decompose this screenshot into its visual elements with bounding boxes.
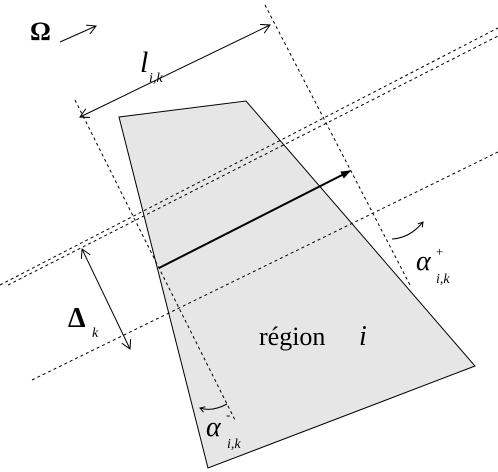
length-label-sub: i,k	[149, 71, 163, 86]
length-label: l	[140, 46, 148, 79]
alpha-plus-arc	[391, 222, 423, 240]
region-label: région	[259, 322, 325, 351]
width-label-sub: k	[92, 326, 99, 341]
alpha-minus-arc	[200, 403, 228, 409]
width-double-arrow	[82, 249, 130, 349]
perp-line-right	[264, 4, 411, 286]
slab-line-upper	[7, 35, 498, 286]
alpha-minus-sup: -	[226, 407, 230, 422]
length-double-arrow	[80, 25, 270, 117]
alpha-minus-label: α	[206, 412, 222, 443]
ray-arrow	[158, 170, 351, 269]
alpha-minus-sub: i,k	[227, 437, 241, 452]
region-index: i	[359, 321, 367, 352]
omega-direction-arrow	[59, 26, 96, 43]
alpha-plus-sub: i,k	[436, 272, 450, 287]
width-label: Δ	[68, 303, 86, 334]
region-polygon	[118, 100, 476, 469]
alpha-plus-sup: +	[436, 244, 443, 259]
alpha-plus-label: α	[416, 246, 432, 277]
omega-label: Ω	[30, 17, 51, 46]
